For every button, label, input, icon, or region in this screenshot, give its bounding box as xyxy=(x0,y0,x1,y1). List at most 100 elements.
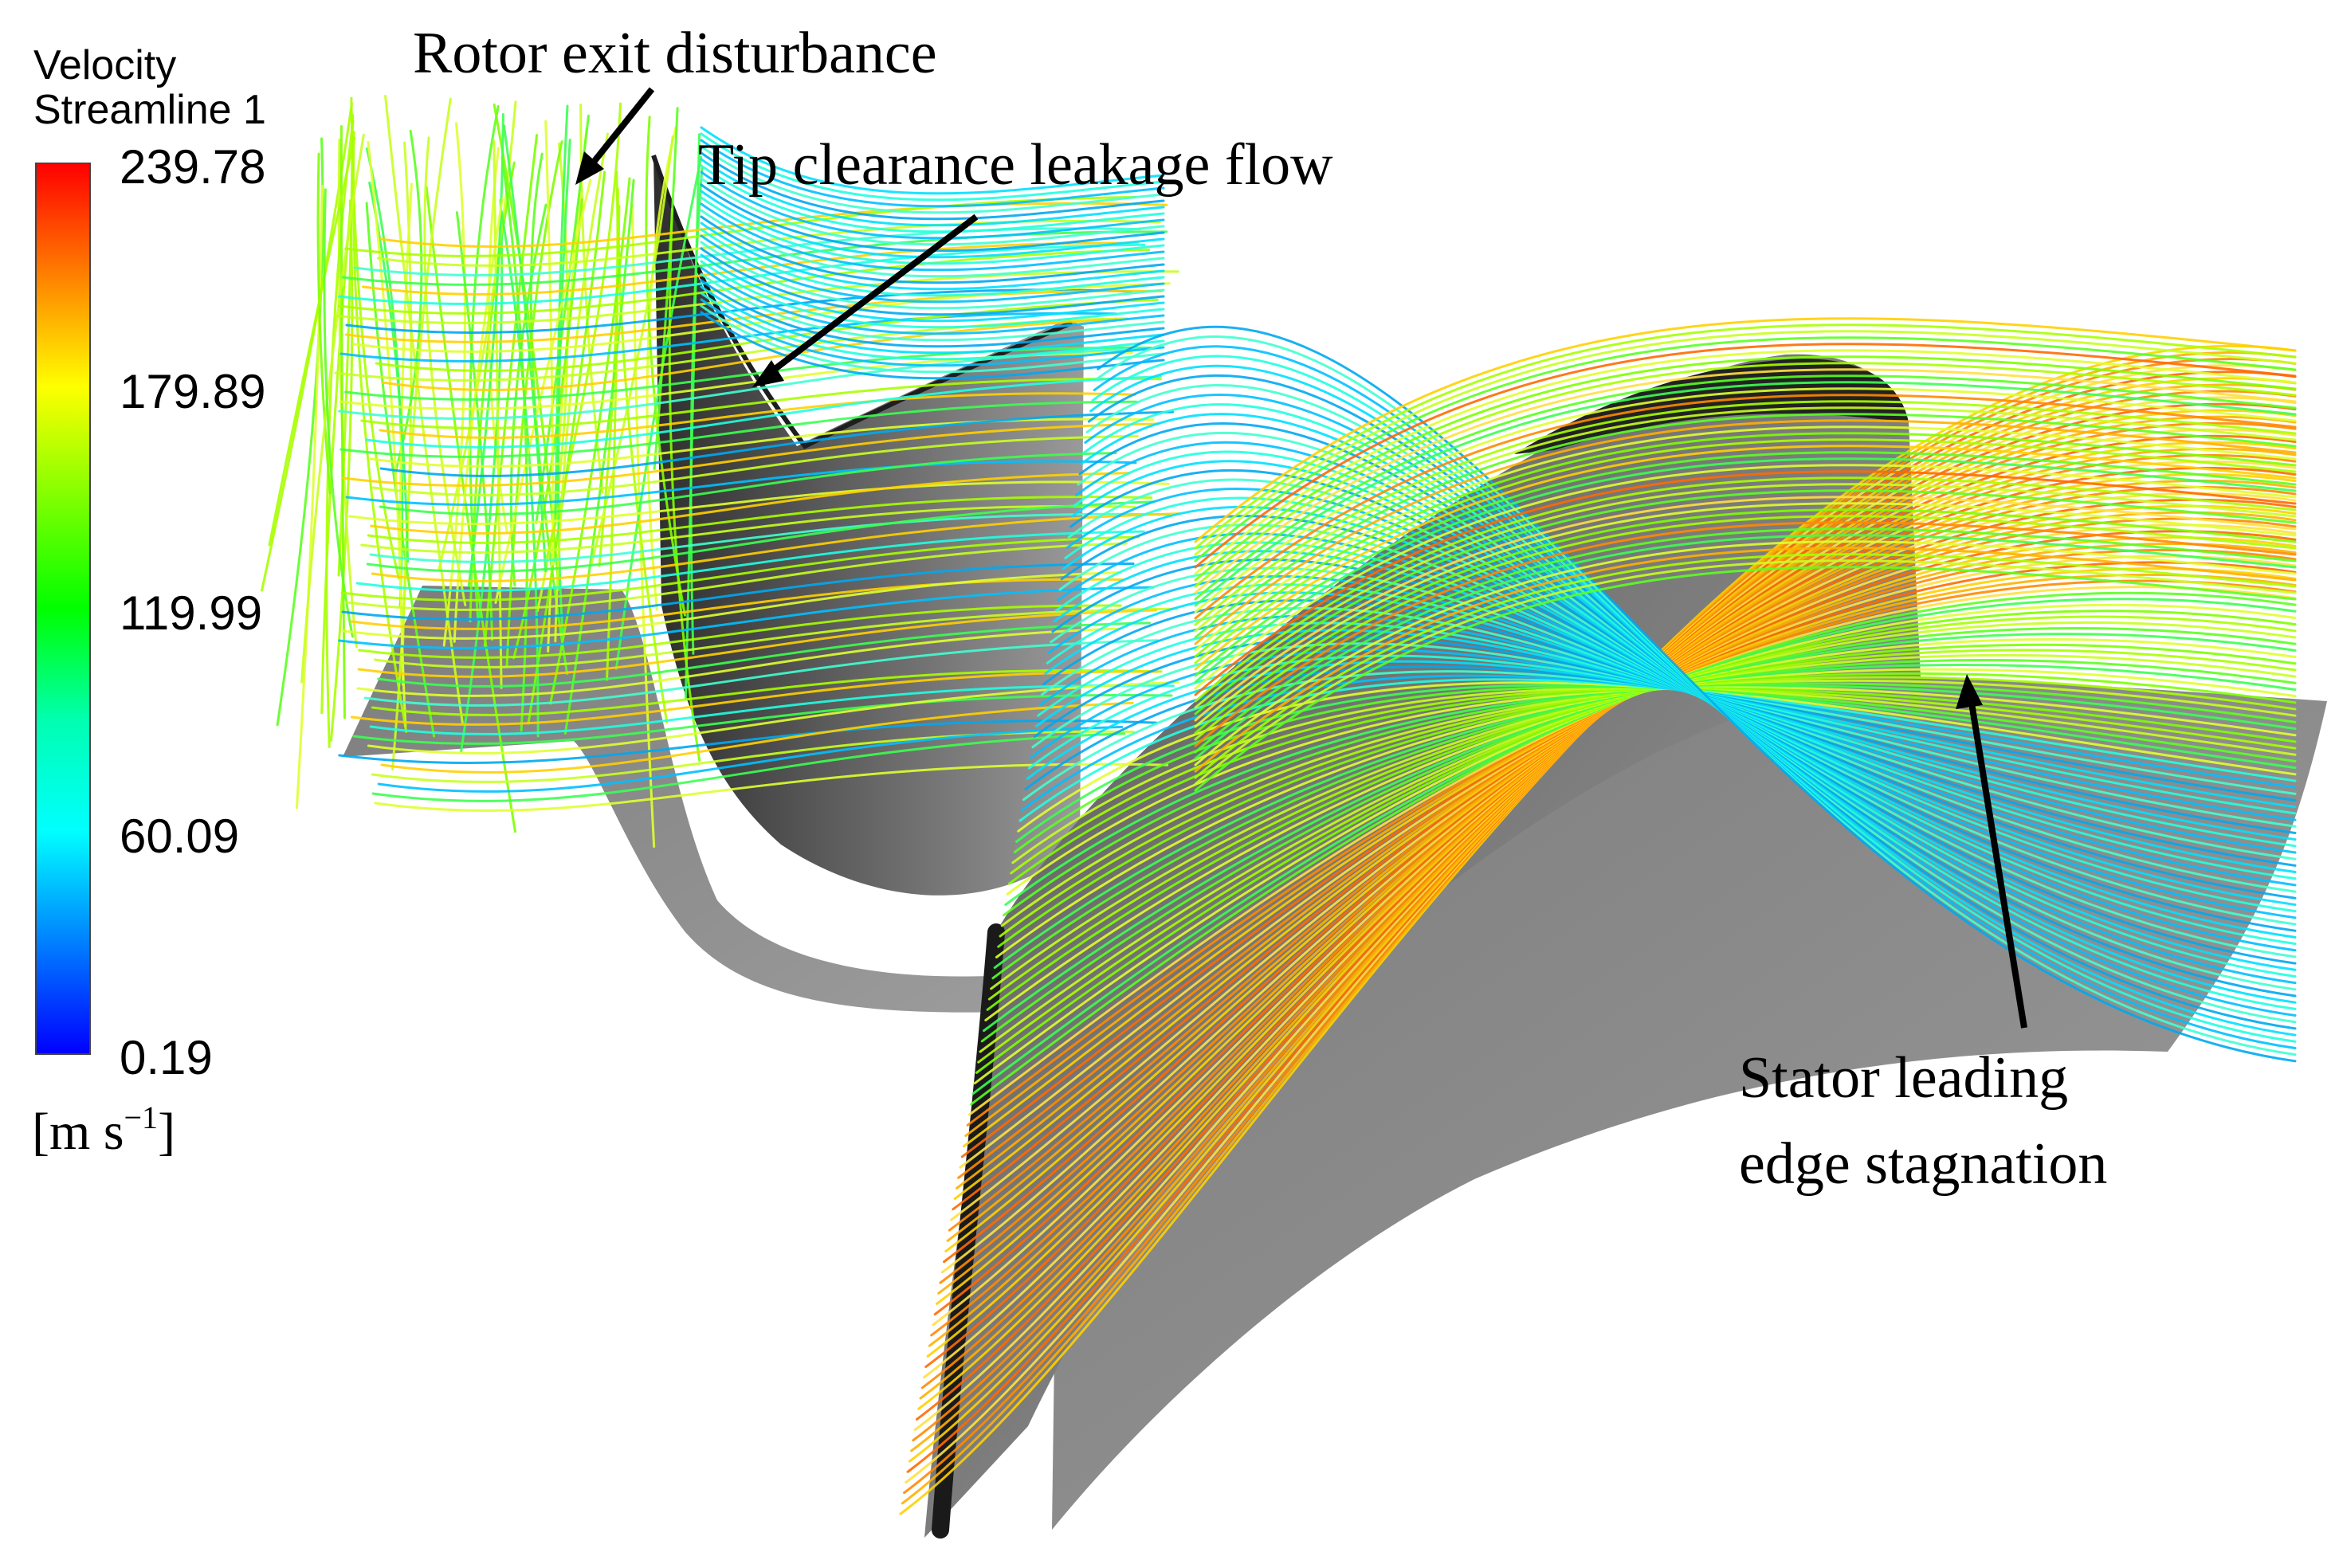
legend-tick-4: 60.09 xyxy=(120,809,240,863)
streamline xyxy=(990,653,2297,990)
annotation-arrows xyxy=(575,87,2027,1029)
streamline xyxy=(371,668,1163,716)
streamline xyxy=(500,155,529,732)
streamline xyxy=(1031,642,2297,828)
streamline xyxy=(1194,457,2297,684)
streamline xyxy=(646,126,677,611)
arrowhead-rotor-exit xyxy=(575,151,604,185)
legend-tick-min: 0.19 xyxy=(120,1031,213,1084)
streamline xyxy=(494,178,592,605)
streamline xyxy=(1194,355,2297,582)
streamline xyxy=(973,603,2297,1085)
streamline xyxy=(355,530,1145,592)
streamline xyxy=(1066,488,2297,952)
streamline xyxy=(554,132,609,643)
streamline xyxy=(1003,682,2297,917)
streamline xyxy=(1046,583,2297,880)
streamline xyxy=(1194,553,2297,779)
streamline xyxy=(1194,451,2297,677)
streamline xyxy=(300,133,365,684)
streamline xyxy=(1018,678,2297,822)
streamline xyxy=(1194,419,2297,645)
annotation-stator-line1: Stator leading xyxy=(1739,1045,2069,1111)
streamline xyxy=(700,241,1165,310)
streamline xyxy=(371,512,1180,582)
streamline xyxy=(1027,654,2297,815)
streamline xyxy=(700,260,1165,329)
streamline xyxy=(295,184,324,809)
streamline xyxy=(987,649,2297,1001)
streamline xyxy=(350,670,1160,726)
streamline xyxy=(967,586,2297,1116)
streamline xyxy=(1091,355,2297,1043)
rotor-blade-tip xyxy=(651,155,1073,449)
arrowhead-tip-clearance xyxy=(752,360,784,387)
streamline xyxy=(700,183,1165,253)
arrowhead-stator-stagnation xyxy=(1956,674,1983,709)
streamline xyxy=(1000,679,2297,927)
streamline xyxy=(700,139,1165,208)
arrow-tip-clearance xyxy=(761,214,979,381)
streamline xyxy=(1194,534,2297,760)
streamline xyxy=(394,129,423,473)
streamline xyxy=(357,609,1158,678)
streamline xyxy=(700,158,1165,227)
streamline xyxy=(1089,364,2297,1037)
streamline xyxy=(700,253,1165,323)
streamline xyxy=(977,615,2297,1064)
streamline xyxy=(997,672,2297,948)
streamline xyxy=(1194,502,2297,728)
streamline xyxy=(377,621,1151,688)
streamline xyxy=(1084,394,2297,1017)
streamline xyxy=(460,198,504,753)
streamline xyxy=(1057,532,2297,919)
color-scale-bar xyxy=(35,163,91,1055)
legend-tick-2: 179.89 xyxy=(120,365,266,418)
streamline xyxy=(1013,685,2297,854)
streamline xyxy=(1194,566,2297,792)
streamline xyxy=(700,311,1165,380)
streamline xyxy=(1194,438,2297,664)
streamline xyxy=(1097,325,2297,1063)
streamline xyxy=(1194,387,2297,613)
streamlines xyxy=(261,94,2297,1515)
streamline xyxy=(1194,521,2297,747)
streamline xyxy=(1194,362,2297,588)
streamline xyxy=(563,178,635,735)
streamline xyxy=(374,762,1169,812)
legend-title-line2: Streamline 1 xyxy=(33,87,266,133)
streamline xyxy=(369,512,1171,563)
streamline xyxy=(700,209,1165,278)
streamline xyxy=(371,732,1126,802)
streamline xyxy=(268,136,356,547)
streamline xyxy=(1085,384,2297,1024)
streamline xyxy=(963,567,2297,1148)
streamline xyxy=(1007,687,2297,885)
streamline xyxy=(547,127,588,653)
streamline xyxy=(700,132,1165,202)
streamline xyxy=(1194,330,2297,556)
streamline xyxy=(360,504,1136,554)
legend-tick-3: 119.99 xyxy=(120,586,263,640)
streamline xyxy=(1062,505,2297,939)
streamline xyxy=(1077,431,2297,991)
streamline xyxy=(556,139,571,640)
streamline xyxy=(966,579,2297,1127)
streamline xyxy=(1194,464,2297,690)
streamline xyxy=(377,725,1124,793)
streamline xyxy=(367,680,1179,755)
streamline xyxy=(1042,599,2297,867)
streamline xyxy=(700,298,1165,367)
streamline xyxy=(1194,394,2297,620)
streamline xyxy=(1087,374,2297,1030)
annotation-stator-line2: edge stagnation xyxy=(1739,1131,2108,1197)
streamline xyxy=(1030,649,2297,821)
streamline xyxy=(345,288,1132,334)
streamline xyxy=(700,196,1165,265)
streamline xyxy=(700,164,1165,233)
streamline xyxy=(1022,670,2297,802)
streamline xyxy=(1067,478,2297,958)
streamline xyxy=(365,375,1162,449)
streamline xyxy=(1071,460,2297,971)
